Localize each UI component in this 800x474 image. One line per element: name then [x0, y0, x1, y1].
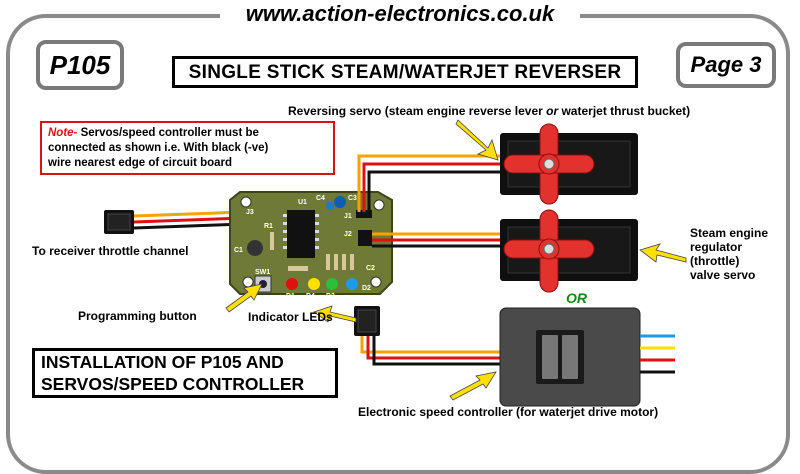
website-url[interactable]: www.action-electronics.co.uk	[220, 0, 580, 28]
esc-motor-wires	[640, 334, 675, 374]
receiver-label: To receiver throttle channel	[32, 244, 189, 258]
regulator-servo	[500, 209, 638, 293]
reversing-servo-label-b: waterjet thrust bucket)	[558, 104, 691, 118]
esc-signal-wires	[360, 336, 504, 366]
installation-title: INSTALLATION OF P105 AND SERVOS/SPEED CO…	[32, 348, 338, 398]
regulator-label-line-4: valve servo	[690, 268, 756, 282]
indicator-leds-label: Indicator LEDs	[248, 310, 333, 324]
note-line-2: connected as shown i.e. With black (-ve)	[48, 142, 269, 154]
label-r1: R1	[264, 223, 273, 230]
reversing-servo-label: Reversing servo (steam engine reverse le…	[288, 104, 690, 118]
installation-title-line-1: INSTALLATION OF P105 AND	[41, 352, 284, 372]
label-d4: D4	[306, 293, 315, 300]
programming-button-label: Programming button	[78, 309, 197, 323]
label-j1: J1	[344, 213, 352, 220]
installation-title-line-2: SERVOS/SPEED CONTROLLER	[41, 374, 305, 394]
label-c4: C4	[316, 195, 325, 202]
page-title: SINGLE STICK STEAM/WATERJET REVERSER	[172, 56, 638, 88]
speed-controller-label: Electronic speed controller (for waterje…	[358, 405, 659, 419]
note-line-3: wire nearest edge of circuit board	[48, 157, 233, 169]
arrow-regulator-servo	[639, 243, 687, 263]
label-c1: C1	[234, 247, 243, 254]
label-d3: D3	[326, 293, 335, 300]
label-sw1: SW1	[255, 269, 270, 276]
circuit-board	[229, 191, 393, 295]
esc-connector	[354, 306, 380, 336]
page-number-box: Page 3	[676, 42, 776, 88]
note-line-1: Servos/speed controller must be	[77, 127, 259, 139]
label-d2: D2	[362, 285, 371, 292]
label-u1: U1	[298, 199, 307, 206]
note-label: Note-	[48, 127, 78, 139]
reversing-servo-label-or: or	[546, 104, 559, 118]
pointer-arrows	[225, 119, 687, 401]
product-code-box: P105	[36, 40, 124, 90]
regulator-label-line-1: Steam engine	[690, 226, 769, 240]
arrow-programming-button	[225, 283, 263, 313]
label-j3: J3	[246, 209, 254, 216]
arrow-speed-controller	[449, 371, 497, 401]
label-c2: C2	[366, 265, 375, 272]
wiring-diagram: J3 J1 J2 C1 C2 C3 C4 U1 R1 SW1 D1 D2 D3 …	[104, 119, 687, 407]
regulator-label-line-2: regulator	[690, 240, 743, 254]
arrow-indicator-leds	[313, 305, 357, 323]
receiver-wires	[133, 210, 245, 230]
wiring-note: Note- Servos/speed controller must be co…	[40, 121, 335, 175]
arrow-reversing-servo	[455, 119, 499, 161]
label-j2: J2	[344, 231, 352, 238]
regulator-servo-label: Steam engine regulator (throttle) valve …	[690, 226, 768, 282]
reversing-servo-wires	[357, 154, 502, 212]
reversing-servo-label-a: Reversing servo (steam engine reverse le…	[288, 104, 547, 118]
label-c3: C3	[348, 195, 357, 202]
receiver-connector	[104, 210, 134, 234]
regulator-servo-wires	[372, 232, 502, 248]
reversing-servo	[500, 123, 638, 205]
or-separator: OR	[566, 290, 587, 306]
label-d1: D1	[286, 293, 295, 300]
speed-controller	[499, 307, 641, 407]
regulator-label-line-3: (throttle)	[690, 254, 740, 268]
